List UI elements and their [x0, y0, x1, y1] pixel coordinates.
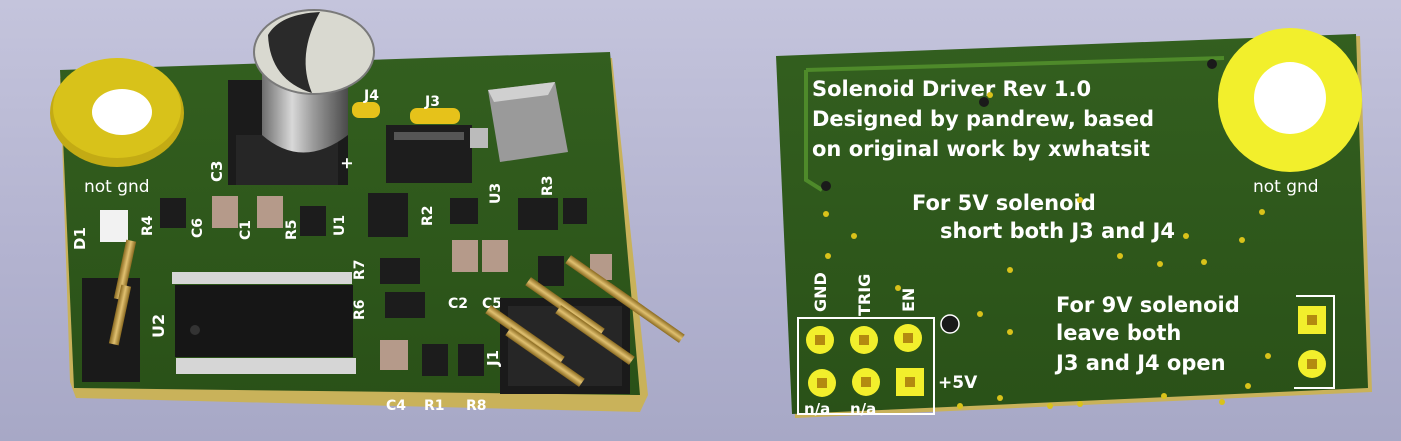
note-9v-line2: leave both	[1056, 321, 1181, 345]
ref-r4: R4	[140, 215, 156, 236]
ref-j1: J1	[484, 350, 502, 367]
pin-label-na-1: n/a	[804, 400, 830, 418]
ref-u1: U1	[332, 215, 348, 236]
ref-r1: R1	[424, 398, 445, 414]
board-title-line2: Designed by pandrew, based	[812, 107, 1154, 131]
ref-r3: R3	[540, 175, 556, 196]
pin-label-en: EN	[899, 288, 918, 312]
pin-label-gnd: GND	[811, 272, 830, 312]
note-9v-line1: For 9V solenoid	[1056, 293, 1240, 317]
ref-r5: R5	[284, 219, 300, 240]
pin-label-trig: TRIG	[855, 274, 874, 316]
smd-components-row2	[380, 240, 612, 376]
header-left-2pin	[82, 239, 140, 382]
board-title-line1: Solenoid Driver Rev 1.0	[812, 77, 1091, 101]
smd-components-row1	[100, 193, 587, 242]
ref-r6: R6	[352, 299, 368, 320]
left-pcb-board: not gnd C3 + J4 J3 U3 R3	[50, 9, 685, 414]
mounting-hole-right	[1254, 62, 1326, 134]
ref-r8: R8	[466, 398, 487, 414]
note-5v-line2: short both J3 and J4	[940, 219, 1175, 243]
connector-outline	[797, 317, 935, 415]
right-pcb-board: Solenoid Driver Rev 1.0 Designed by pand…	[776, 28, 1372, 418]
ic-u2-soic	[172, 272, 356, 374]
ref-c4: C4	[386, 398, 406, 414]
ref-u3: U3	[488, 183, 504, 204]
left-not-gnd-label: not gnd	[84, 177, 150, 197]
ref-c2: C2	[448, 296, 468, 312]
ref-r7: R7	[352, 259, 368, 280]
ref-u2: U2	[149, 314, 168, 338]
ref-c1: C1	[238, 220, 254, 240]
mounting-hole-left	[92, 89, 152, 135]
connector-pads	[806, 324, 924, 397]
ref-d1: D1	[71, 227, 89, 250]
ref-c3: C3	[208, 161, 226, 182]
note-5v-line1: For 5V solenoid	[912, 191, 1096, 215]
ref-r2: R2	[420, 205, 436, 226]
right-not-gnd-label: not gnd	[1253, 177, 1319, 197]
inductor-u3	[488, 82, 568, 162]
jumper-pad-j4	[352, 102, 380, 118]
board-title-line3: on original work by xwhatsit	[812, 137, 1150, 161]
ref-c5: C5	[482, 296, 502, 312]
ref-c6: C6	[190, 218, 206, 238]
ref-j4: J4	[363, 88, 379, 104]
electrolytic-capacitor-c3	[228, 9, 375, 185]
jumper-pad-j3	[410, 108, 460, 124]
vias	[821, 59, 1271, 409]
note-9v-line3: J3 and J4 open	[1054, 351, 1226, 375]
header-j1-right-angle	[485, 255, 685, 394]
pin-label-na-2: n/a	[850, 400, 876, 418]
ref-plus: +	[337, 157, 356, 170]
pin-label-plus5v: +5V	[938, 373, 978, 393]
ref-j3: J3	[424, 94, 440, 110]
